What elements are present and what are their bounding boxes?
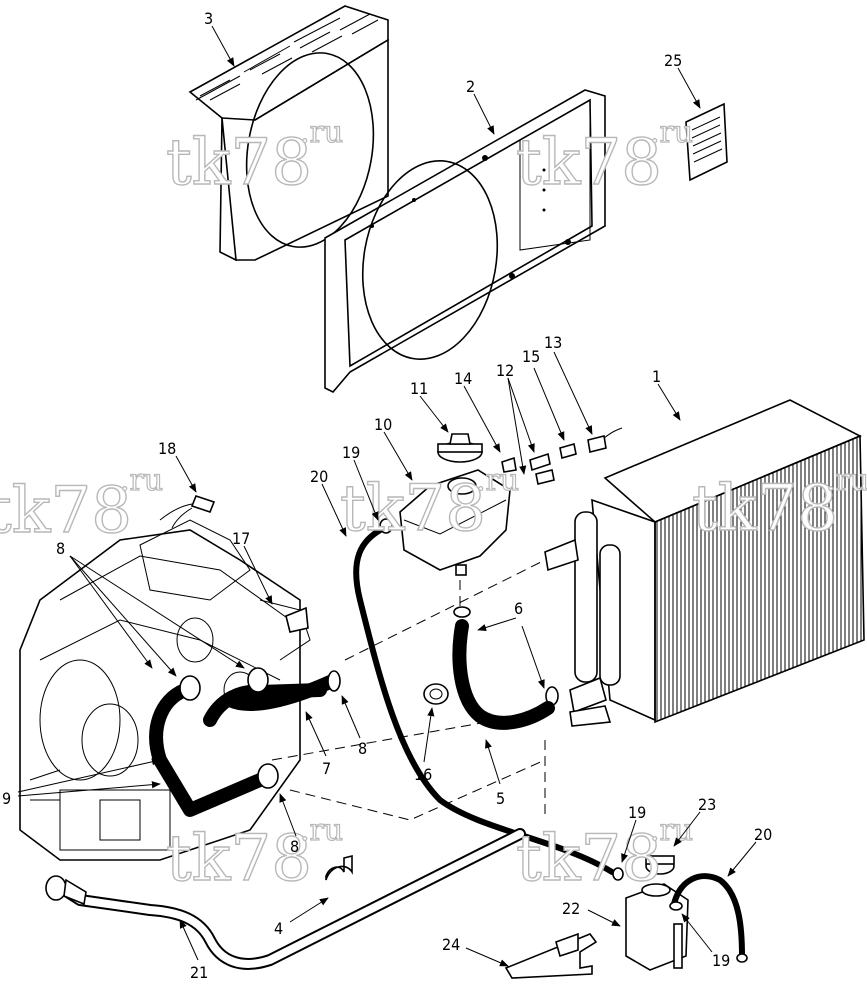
callout-19-lower: 19 xyxy=(628,803,646,822)
callout-11: 11 xyxy=(410,379,428,398)
svg-text:.ru: .ru xyxy=(650,813,693,848)
watermark-suffix: .ru xyxy=(650,813,693,848)
callout-2: 2 xyxy=(466,77,475,96)
callout-7: 7 xyxy=(322,759,331,778)
decal-label xyxy=(685,102,728,182)
callout-23: 23 xyxy=(698,795,716,814)
fittings xyxy=(501,427,623,485)
heater-pipe xyxy=(45,828,526,970)
svg-text:tk78: tk78 xyxy=(516,822,662,896)
coolant-reservoir xyxy=(625,855,748,971)
callout-18: 18 xyxy=(158,439,176,458)
svg-text:.ru: .ru xyxy=(300,813,343,848)
watermark-main: tk78 xyxy=(692,472,838,546)
callout-20-lower: 20 xyxy=(754,825,772,844)
callout-8-hose: 8 xyxy=(358,739,367,758)
watermark-suffix: .ru xyxy=(120,463,163,498)
callout-25: 25 xyxy=(664,51,682,70)
lower-hose xyxy=(452,619,555,730)
callout-8-lower: 8 xyxy=(290,837,299,856)
svg-text:.ru: .ru xyxy=(300,115,343,150)
bracket xyxy=(285,606,309,633)
overflow-hose xyxy=(353,518,624,881)
callout-numbers: 3 2 25 1 11 14 12 15 13 10 19 20 18 17 8… xyxy=(2,9,772,982)
watermark-suffix: .ru xyxy=(476,463,519,498)
svg-text:.ru: .ru xyxy=(476,463,519,498)
callout-3: 3 xyxy=(204,9,213,28)
svg-text:.ru: .ru xyxy=(120,463,163,498)
leader-lines xyxy=(17,25,757,967)
radiator-core xyxy=(544,399,865,727)
svg-text:tk78: tk78 xyxy=(0,474,132,548)
engine-block xyxy=(19,519,311,861)
upper-hose xyxy=(223,675,337,711)
callout-8-engine: 8 xyxy=(56,539,65,558)
callout-21: 21 xyxy=(190,963,208,982)
svg-text:tk78: tk78 xyxy=(516,126,662,200)
alignment-lines xyxy=(271,559,556,821)
callout-19-upper: 19 xyxy=(342,443,360,462)
callout-16: 16 xyxy=(414,765,432,784)
watermark-main: tk78 xyxy=(166,822,312,896)
pipe-clip xyxy=(325,854,353,881)
watermark-main: tk78 xyxy=(516,126,662,200)
watermark-main: tk78 xyxy=(340,472,486,546)
callout-20-upper: 20 xyxy=(310,467,328,486)
svg-text:tk78: tk78 xyxy=(166,126,312,200)
watermark-suffix: .ru xyxy=(300,813,343,848)
callout-17: 17 xyxy=(232,529,250,548)
svg-text:tk78: tk78 xyxy=(692,472,838,546)
svg-text:tk78: tk78 xyxy=(166,822,312,896)
svg-text:.ru: .ru xyxy=(826,463,867,498)
hose-clamps xyxy=(179,606,559,789)
callout-14: 14 xyxy=(454,369,472,388)
radiator-frame xyxy=(324,89,606,393)
watermark-suffix: .ru xyxy=(826,463,867,498)
callout-24: 24 xyxy=(442,935,460,954)
grommet xyxy=(423,683,449,705)
callout-12: 12 xyxy=(496,361,514,380)
callout-4: 4 xyxy=(274,919,283,938)
fan-shroud xyxy=(188,5,389,262)
svg-text:tk78: tk78 xyxy=(340,472,486,546)
callout-9: 9 xyxy=(2,789,11,808)
callout-13: 13 xyxy=(544,333,562,352)
callout-15: 15 xyxy=(522,347,540,366)
callout-1: 1 xyxy=(652,367,661,386)
tank-bracket xyxy=(504,932,598,979)
expansion-tank xyxy=(399,433,511,576)
svg-text:.ru: .ru xyxy=(650,115,693,150)
callout-5: 5 xyxy=(496,789,505,808)
callout-22: 22 xyxy=(562,899,580,918)
temperature-sensor xyxy=(159,495,216,529)
watermark-main: tk78 xyxy=(0,474,132,548)
watermark-main: tk78 xyxy=(516,822,662,896)
watermark-suffix: .ru xyxy=(650,115,693,150)
callout-6: 6 xyxy=(514,599,523,618)
callout-19-reservoir: 19 xyxy=(712,951,730,970)
watermark-suffix: .ru xyxy=(300,115,343,150)
watermark-main: tk78 xyxy=(166,126,312,200)
callout-10: 10 xyxy=(374,415,392,434)
watermark: tk78 .ru tk78 .ru tk78 .ru tk78 .ru tk78… xyxy=(0,114,867,896)
